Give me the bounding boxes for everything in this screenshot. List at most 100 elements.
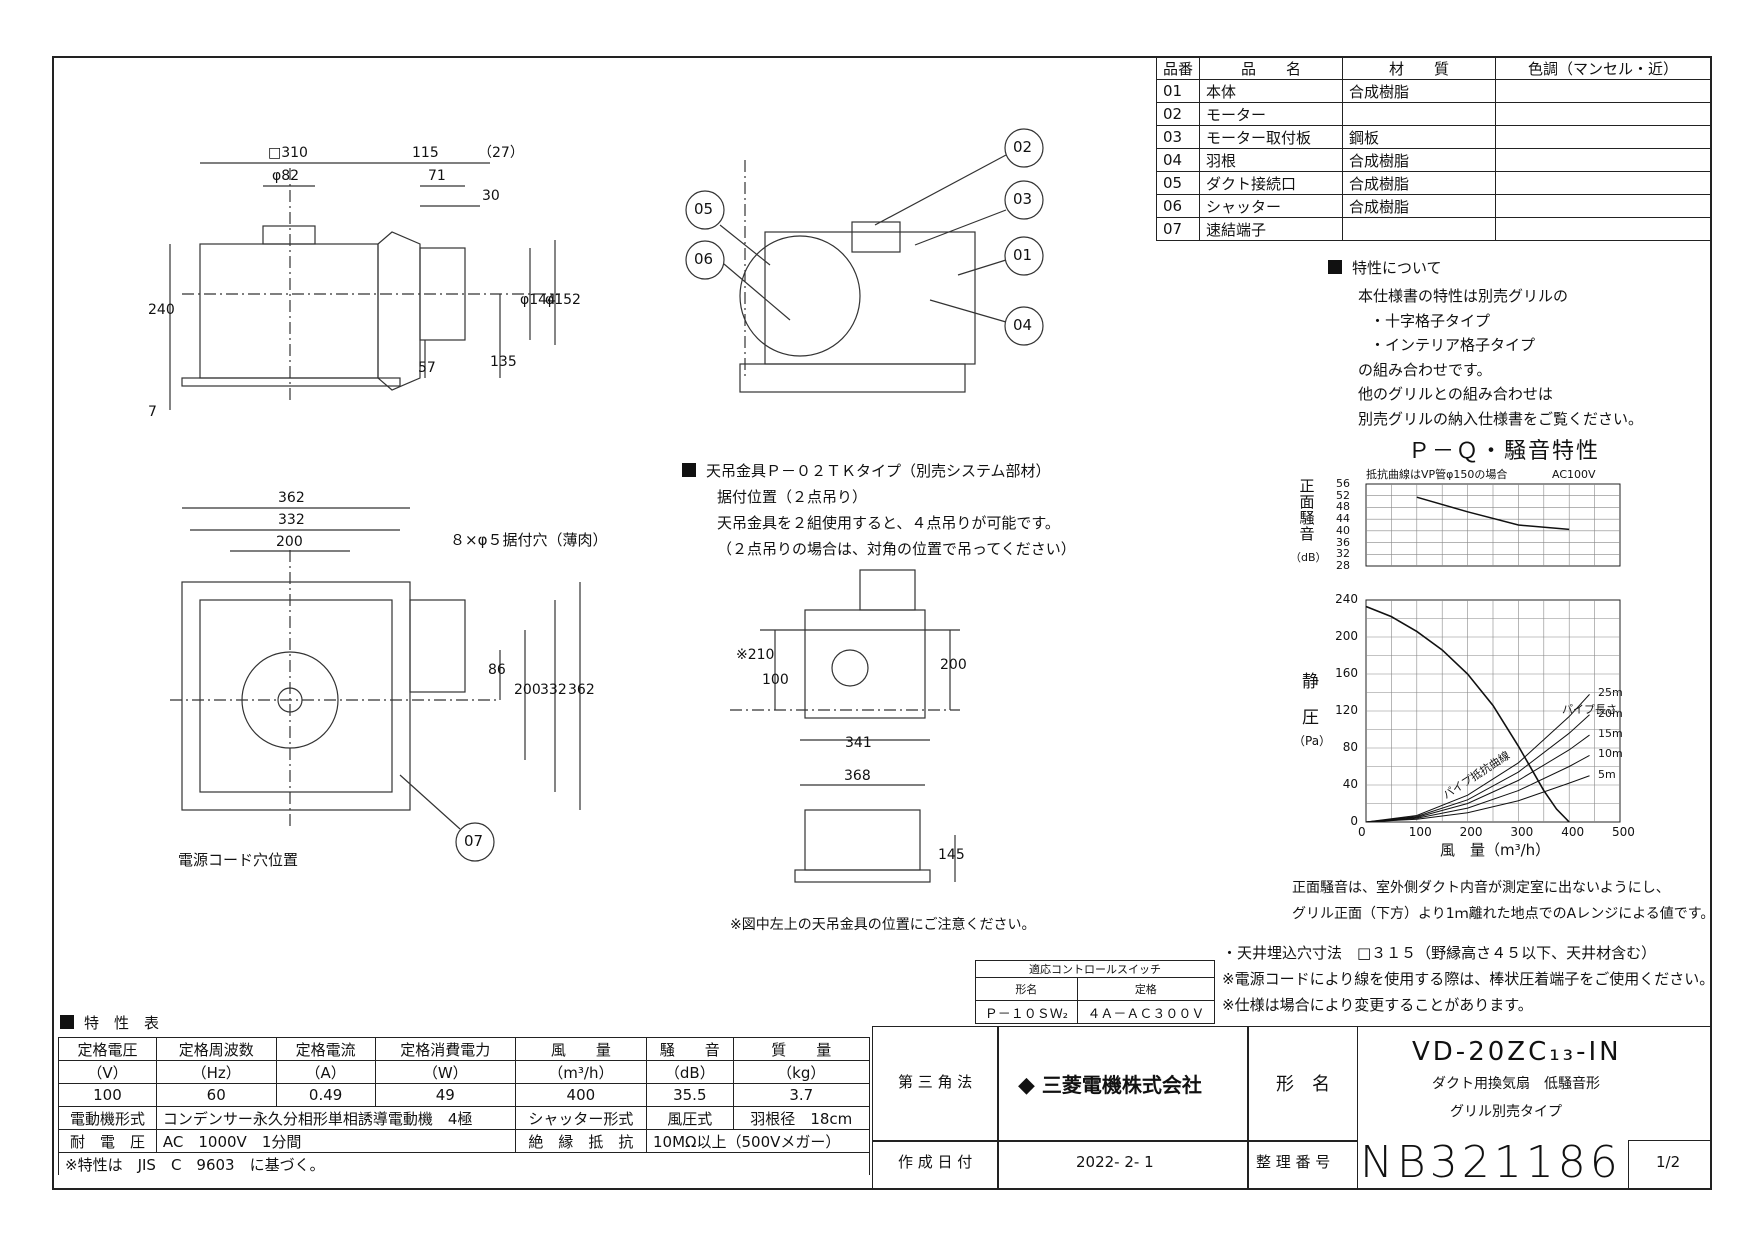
motor-value: コンデンサー永久分相形単相誘導電動機 4極 [155,1106,516,1130]
spec-value-cell: 49 [374,1083,516,1107]
company-cell [998,1026,1248,1142]
noise-ylabel: 正面騒音 [1299,477,1315,543]
withstand-value: AC 1000V 1分間 [155,1129,516,1153]
noise-curve [1416,496,1570,531]
spec-unit-cell: （A） [275,1060,376,1084]
dimension-label: 115 [412,145,439,161]
spec-header-cell: 定格電流 [275,1037,376,1061]
dimension-label: φ152 [545,292,581,308]
control-switch-h1: 形名 [975,977,1078,1001]
balloon-label: 04 [1013,316,1033,334]
side-view-drawing [169,162,560,410]
dimension-label: 240 [148,302,175,318]
pressure-ytick: 0 [1350,814,1358,828]
balloon-label: 05 [694,200,714,218]
noise-chart-voltage: AC100V [1552,468,1596,481]
parts-cell-name: 速結端子 [1199,217,1344,241]
pipe-resistance-curve [1365,775,1590,823]
dimension-label: 86 [488,662,506,678]
dimension-label: 135 [490,354,517,370]
dimension-label: 100 [762,672,789,688]
shutter-label: シャッター形式 [514,1106,648,1130]
parts-cell-material: 合成樹脂 [1342,148,1497,172]
front-view-drawing [739,160,976,393]
balloon-label: 03 [1013,190,1033,208]
dimension-label: 200 [514,682,541,698]
dimension-label: 30 [482,188,500,204]
spec-header-cell: 定格電圧 [58,1037,157,1061]
spec-value-cell: 0.49 [275,1083,376,1107]
pressure-ytick: 240 [1335,592,1358,606]
creation-date: 2022- 2- 1 [1076,1153,1154,1171]
date-cell [998,1140,1248,1190]
dimension-label: 71 [428,168,446,184]
pressure-ylabel-1: 静 [1302,672,1319,692]
date-label-cell [872,1140,998,1190]
pressure-xtick: 100 [1408,825,1432,839]
dimension-label: 368 [844,768,871,784]
balloon-label: 01 [1013,246,1033,264]
parts-cell-no: 02 [1155,102,1201,126]
motor-label: 電動機形式 [58,1106,157,1130]
control-switch-h2: 定格 [1076,977,1216,1001]
bullet-square [1328,260,1342,274]
spec-value-cell: 400 [514,1083,648,1107]
noise-tick: 44 [1336,512,1350,526]
noise-note: 正面騒音は、室外側ダクト内音が測定室に出ないようにし、 グリル正面（下方）より1… [1292,880,1715,922]
pressure-xtick: 400 [1561,825,1585,839]
plan-view-drawing [170,507,581,830]
insulation-label: 絶 縁 抵 抗 [514,1129,648,1153]
dimension-label: 200 [940,657,967,673]
dimension-label: 332 [540,682,567,698]
characteristics-heading: 特性について [1328,258,1442,280]
parts-cell-color [1495,79,1711,103]
spec-header-cell: 定格消費電力 [374,1037,516,1061]
pressure-ytick: 160 [1335,666,1358,680]
spec-header-cell: 質 量 [732,1037,871,1061]
blade-cell: 羽根径 18cm [732,1106,871,1130]
spec-value-cell: 60 [155,1083,277,1107]
pq-curve [1365,605,1570,823]
parts-cell-no: 06 [1155,194,1201,218]
dimension-label: □310 [268,145,308,161]
noise-tick: 48 [1336,500,1350,514]
noise-tick: 56 [1336,477,1350,490]
dimension-label: 200 [276,534,303,550]
spec-header-cell: 定格周波数 [155,1037,277,1061]
noise-tick: 40 [1336,523,1350,537]
spec-withstand-row: 耐 電 圧 AC 1000V 1分間 絶 縁 抵 抗 10MΩ以上（500Vメガ… [58,1129,870,1153]
pipe-length-label: 5m [1598,767,1616,781]
dimension-label: 145 [938,847,965,863]
parts-cell-material: 合成樹脂 [1342,79,1497,103]
dimension-label: ※210 [736,647,775,663]
noise-tick: 36 [1336,535,1350,549]
mitsubishi-logo-icon: ◆ [1018,1073,1035,1098]
parts-cell-material [1342,217,1497,241]
parts-header-material: 材 質 [1342,56,1497,80]
pressure-xtick: 0 [1358,825,1366,839]
pressure-xtick: 300 [1510,825,1534,839]
pressure-xlabel: 風 量（m³/h） [1440,841,1551,859]
spec-table: 定格電圧定格周波数定格電流定格消費電力風 量騒 音質 量 （V）（Hz）（A）（… [58,1037,871,1175]
spec-unit-cell: （V） [58,1060,157,1084]
projection-cell [872,1026,998,1142]
pipe-length-label: 10m [1598,747,1623,761]
balloon-label: 07 [464,832,484,850]
hanger-text: 天吊金具Ｐ－０２ＴＫタイプ（別売システム部材） 据付位置（２点吊り） 天吊金具を… [682,458,1076,562]
power-cord-label: 電源コード穴位置 [178,851,299,869]
parts-cell-material: 合成樹脂 [1342,194,1497,218]
parts-cell-color [1495,125,1711,149]
pipe-length-label: 25m [1598,686,1623,700]
pipe-length-title: パイプ長さ [1562,703,1617,716]
company-name: ◆ 三菱電機株式会社 [1018,1073,1202,1098]
bullet-square [682,463,696,477]
parts-cell-color [1495,217,1711,241]
pressure-xtick: 200 [1459,825,1483,839]
pipe-resistance-curve [1365,734,1590,823]
dimension-label: （27） [478,145,524,161]
page-cell [1628,1140,1712,1190]
dimension-label: 341 [845,735,872,751]
